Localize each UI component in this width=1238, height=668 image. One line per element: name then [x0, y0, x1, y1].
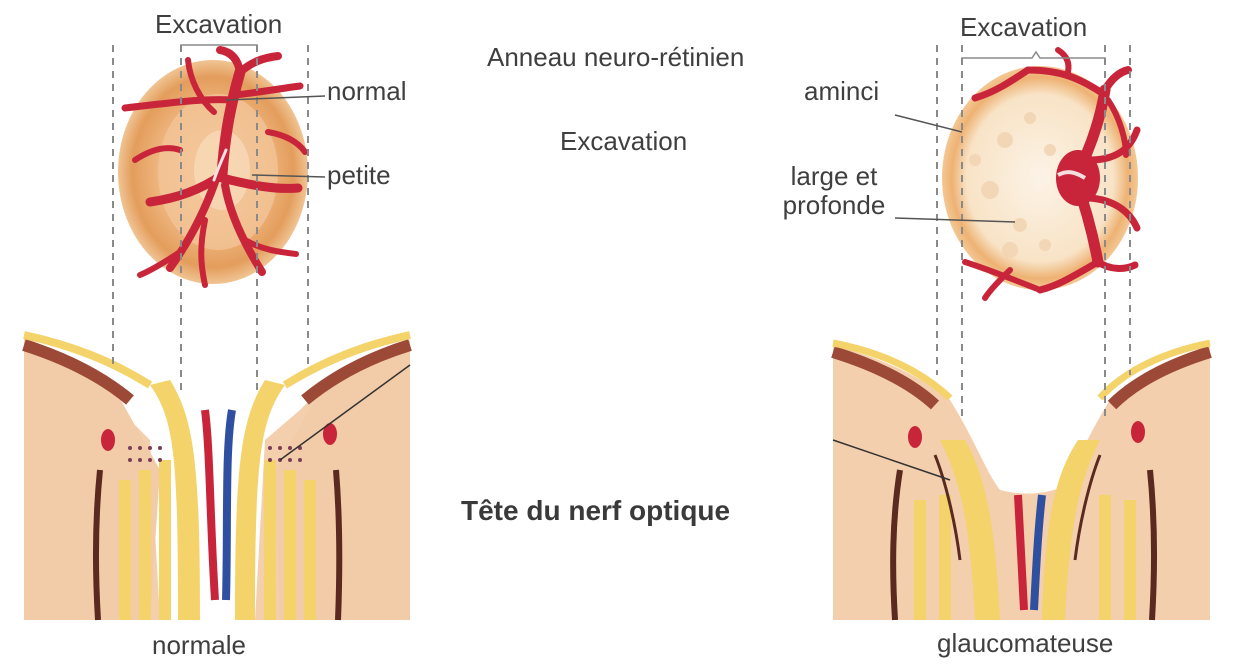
- large-leader-line: [894, 217, 1016, 223]
- glaucoma-fibre-leader-line: [832, 439, 951, 481]
- glaucoma-central-vessel-highlight: [1057, 170, 1087, 180]
- petite-leader-line: [251, 174, 326, 178]
- caption-normale: normale: [152, 630, 246, 660]
- aminci-leader-line: [894, 114, 963, 133]
- left-excavation-label: Excavation: [155, 9, 283, 39]
- center-excavation-label: Excavation: [560, 126, 688, 156]
- right-large-line1: large et: [790, 161, 878, 191]
- left-guide-lines: [112, 45, 309, 395]
- glaucoma-nerve-section: [831, 339, 1212, 621]
- normal-leader-line: [225, 95, 326, 101]
- left-normal-label: normal: [327, 76, 407, 106]
- normal-disc-vessel-highlight: [212, 148, 228, 182]
- right-aminci-label: aminci: [804, 76, 880, 106]
- right-large-profonde-label: large et profonde: [776, 162, 892, 220]
- left-excavation-bracket: [180, 44, 258, 52]
- right-large-line2: profonde: [782, 190, 886, 220]
- normal-nerve-section: [22, 331, 412, 621]
- left-petite-label: petite: [327, 160, 391, 190]
- right-excavation-bracket: [961, 50, 1106, 64]
- right-guide-lines: [936, 45, 1131, 420]
- center-title: Tête du nerf optique: [461, 495, 731, 526]
- right-excavation-label: Excavation: [960, 12, 1088, 42]
- center-anneau-label: Anneau neuro-rétinien: [487, 42, 745, 72]
- fibre-leader-line: [279, 364, 411, 461]
- caption-glaucomateuse: glaucomateuse: [937, 628, 1114, 658]
- glaucoma-central-vessel-trunk: [1056, 150, 1100, 206]
